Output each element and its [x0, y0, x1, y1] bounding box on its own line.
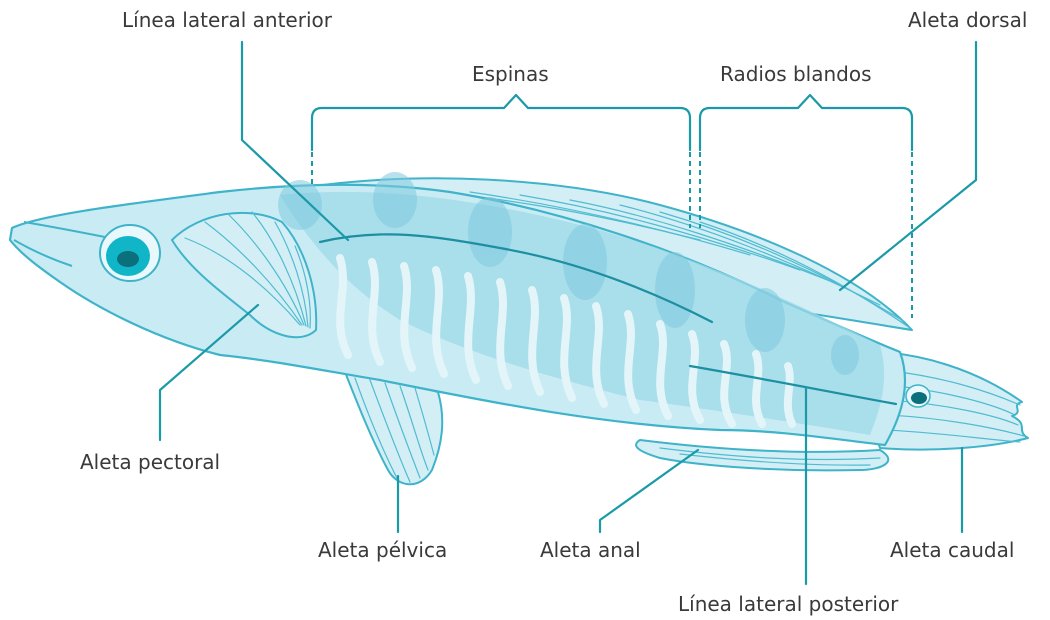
- label-aleta-pelvica: Aleta pélvica: [318, 538, 447, 562]
- anal-fin: [636, 440, 888, 470]
- label-aleta-caudal: Aleta caudal: [890, 538, 1014, 562]
- label-linea-lateral-anterior: Línea lateral anterior: [122, 8, 332, 32]
- label-aleta-dorsal: Aleta dorsal: [908, 8, 1027, 32]
- tail-spot-center: [911, 392, 927, 404]
- label-aleta-pectoral: Aleta pectoral: [80, 450, 220, 474]
- label-linea-lateral-posterior: Línea lateral posterior: [678, 592, 898, 616]
- eye-pupil: [117, 251, 139, 267]
- bracket-radios-blandos: [700, 95, 912, 150]
- label-espinas: Espinas: [472, 62, 549, 86]
- label-aleta-anal: Aleta anal: [540, 538, 641, 562]
- label-radios-blandos: Radios blandos: [720, 62, 872, 86]
- bracket-espinas: [312, 95, 690, 150]
